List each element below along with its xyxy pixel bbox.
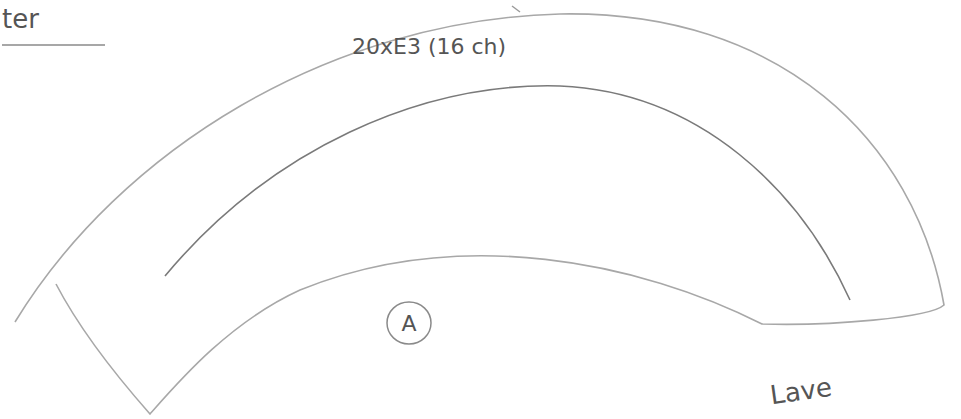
circle-outline [387,302,431,344]
title-underline [2,44,105,46]
band-label: 20xE3 (16 ch) [352,34,506,59]
pencil-tick [512,6,520,12]
corner-note: Lave [768,372,833,410]
sheet-heading: ter [2,4,39,34]
band-centerline [165,86,850,300]
callout-circle: A [386,300,432,346]
band-outline [15,14,944,414]
callout-letter: A [401,311,416,336]
